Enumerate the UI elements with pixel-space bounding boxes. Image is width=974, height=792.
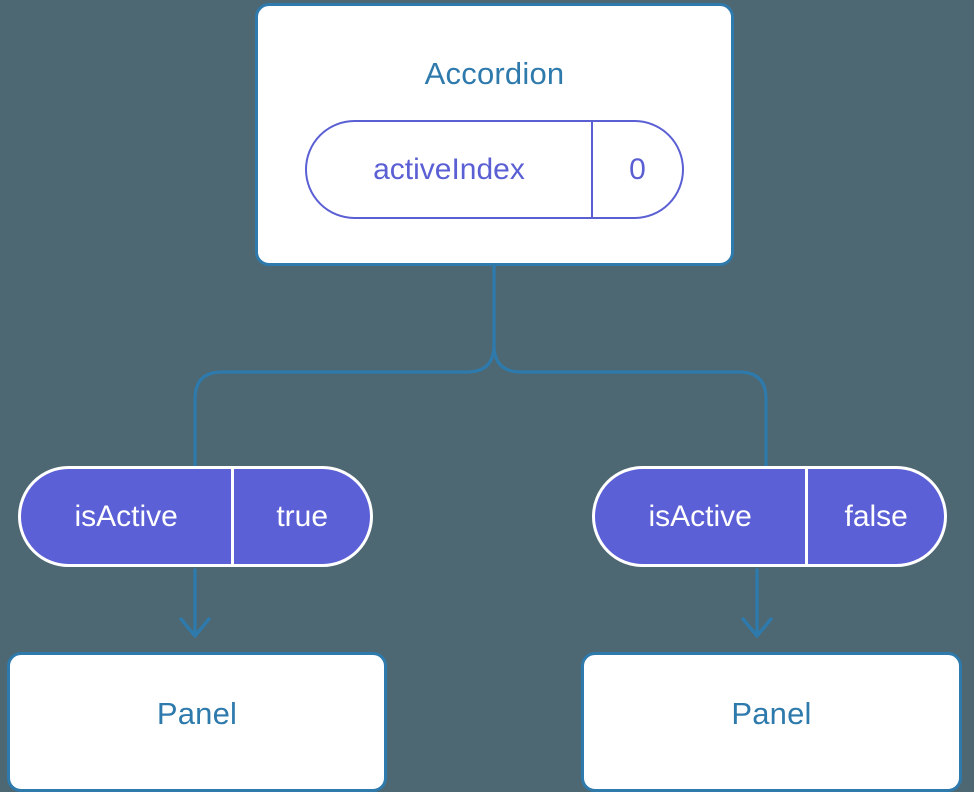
panel-component-card-right[interactable]: Panel	[581, 652, 962, 792]
prop-pill-key: isActive	[648, 499, 752, 533]
prop-pill-value: false	[805, 469, 944, 564]
prop-pill-value: true	[231, 469, 370, 564]
state-pill-key: activeIndex	[373, 152, 525, 186]
panel-component-card-left[interactable]: Panel	[7, 652, 387, 792]
state-pill-value: 0	[590, 122, 682, 217]
prop-pill-key: isActive	[74, 499, 178, 533]
prop-pill-is-active-false[interactable]: isActive false	[592, 466, 947, 567]
diagram-canvas: Accordion activeIndex 0 isActive true Pa…	[7, 3, 962, 792]
arrow-right-pill-to-panel	[741, 568, 773, 638]
accordion-title: Accordion	[424, 56, 565, 91]
arrow-left-pill-to-panel	[179, 568, 211, 638]
prop-pill-is-active-true[interactable]: isActive true	[18, 466, 373, 567]
connector-root-to-right	[492, 264, 768, 468]
panel-title-left: Panel	[156, 696, 238, 731]
panel-title-right: Panel	[731, 696, 812, 731]
connector-root-to-left	[193, 264, 496, 468]
state-pill-active-index[interactable]: activeIndex 0	[305, 120, 684, 219]
connector-lines	[179, 264, 773, 638]
